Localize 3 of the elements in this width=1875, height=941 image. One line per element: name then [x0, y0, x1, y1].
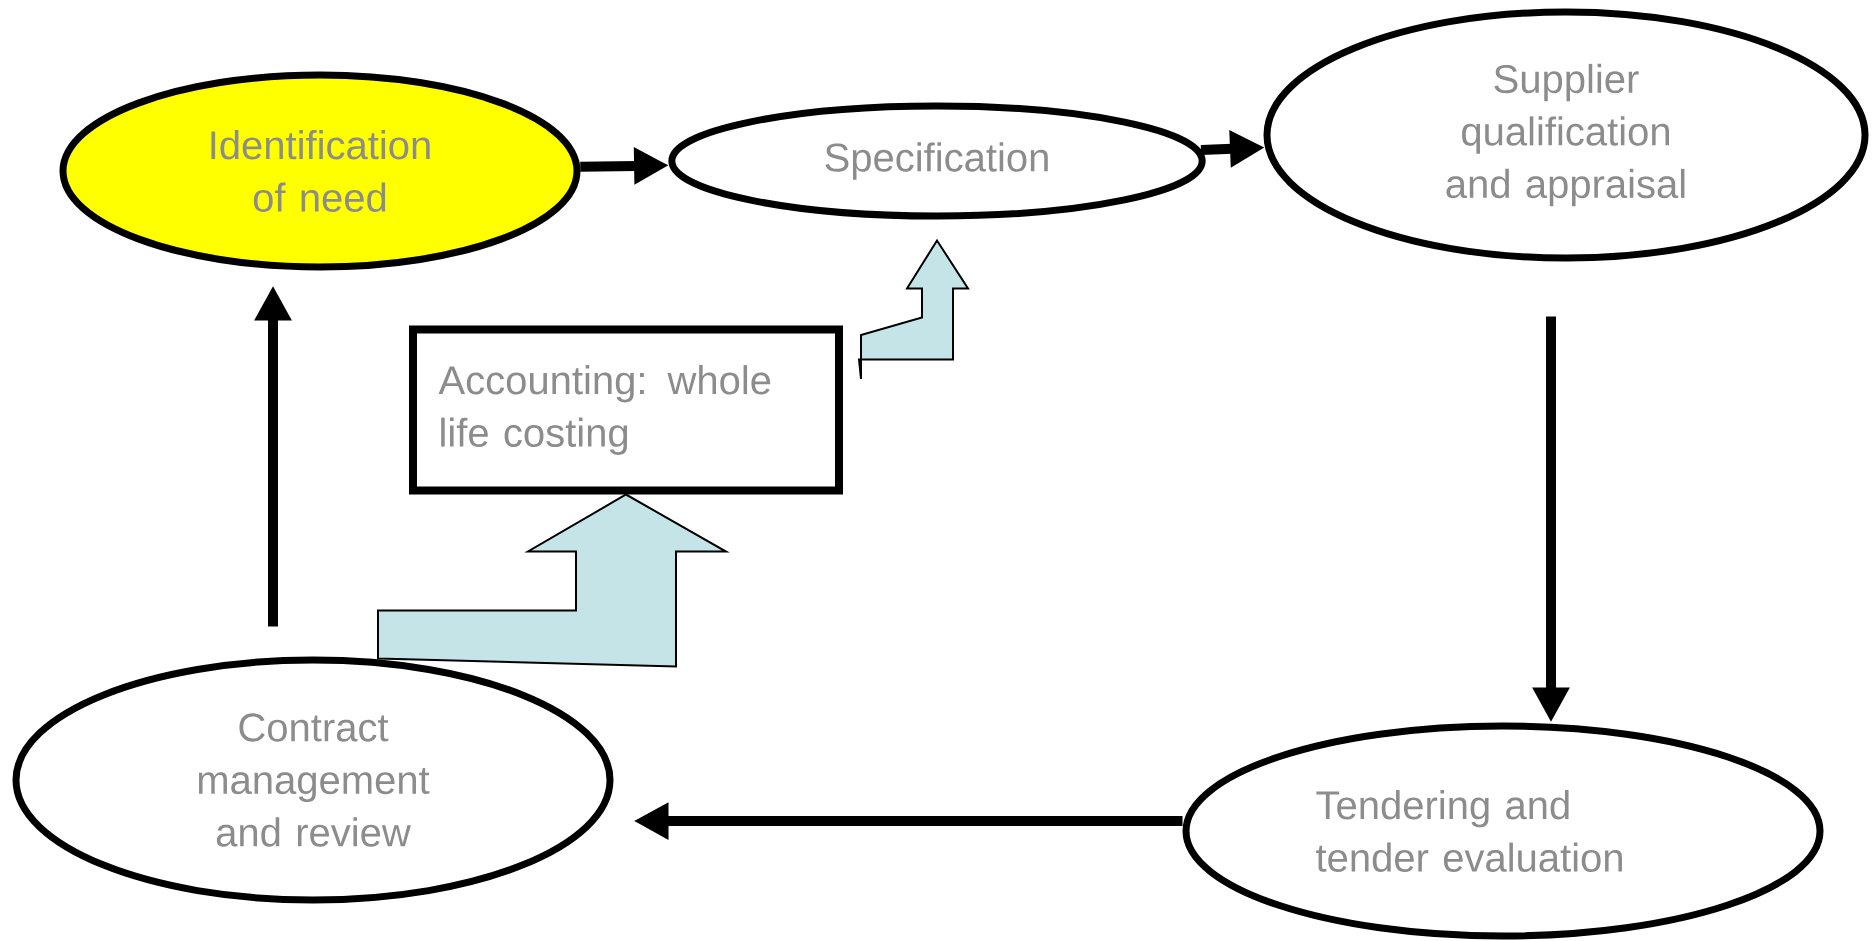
process-box: Accounting: whole life costing	[409, 325, 843, 495]
block-arrow	[377, 493, 730, 668]
block-arrow	[857, 238, 970, 380]
